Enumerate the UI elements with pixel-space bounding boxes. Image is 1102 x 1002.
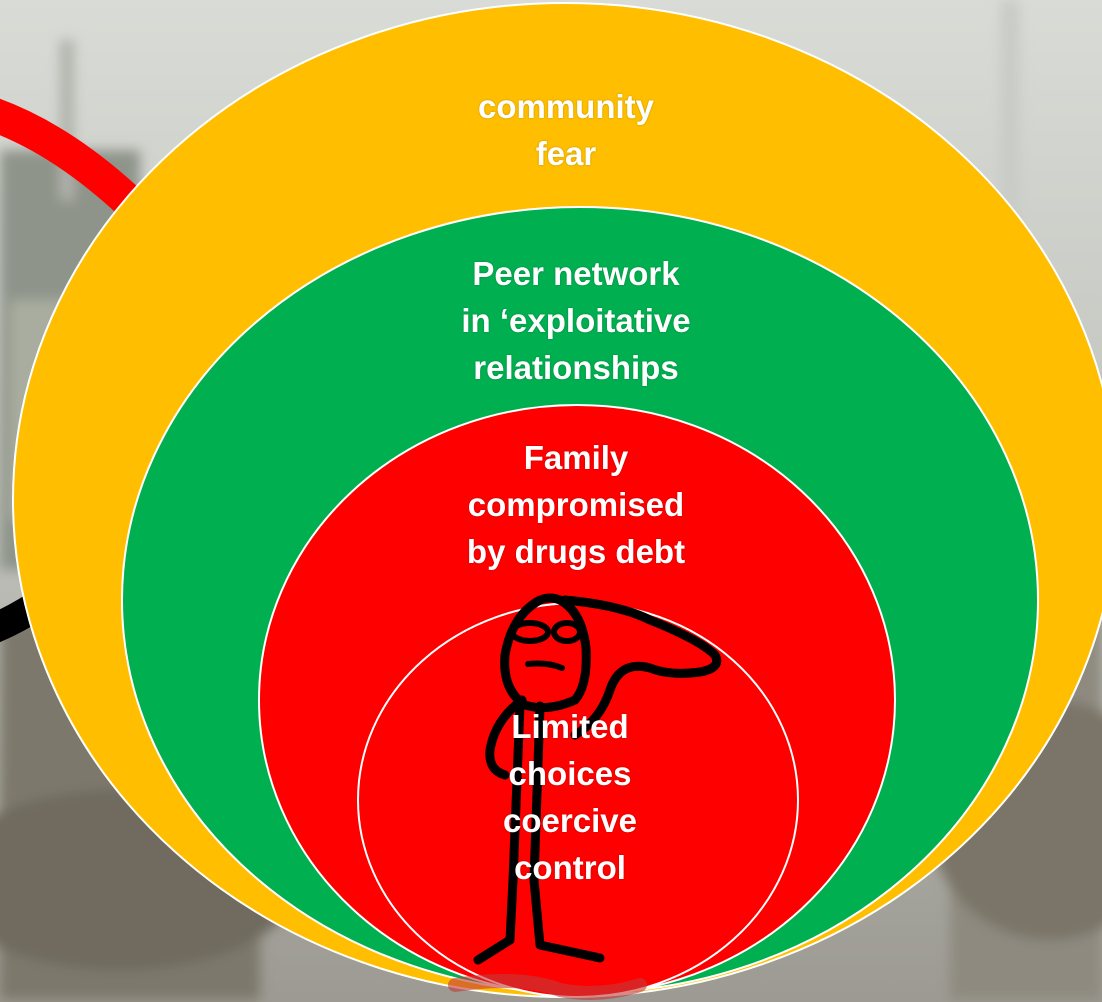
limited-label-line-3: coercive [503, 802, 637, 839]
community-label-line-1: community [477, 88, 655, 125]
peer-label-line-3: relationships [473, 349, 679, 386]
peer-label-line-1: Peer network [472, 255, 680, 292]
community-label-line-2: fear [535, 135, 597, 172]
family-label-line-3: by drugs debt [466, 533, 686, 570]
peer-network-label: Peer network in ‘exploitative relationsh… [431, 250, 721, 391]
peer-label-line-2: in ‘exploitative [461, 302, 691, 339]
limited-label-line-2: choices [508, 755, 632, 792]
family-label-line-1: Family [523, 439, 629, 476]
stressed-stick-figure [448, 593, 722, 1001]
family-label-line-2: compromised [467, 486, 685, 523]
limited-label-line-1: Limited [511, 708, 629, 745]
limited-choices-label: Limited choices coercive control [470, 703, 670, 891]
family-label: Family compromised by drugs debt [431, 434, 721, 575]
community-fear-label: community fear [451, 83, 681, 177]
limited-label-line-4: control [514, 849, 626, 886]
